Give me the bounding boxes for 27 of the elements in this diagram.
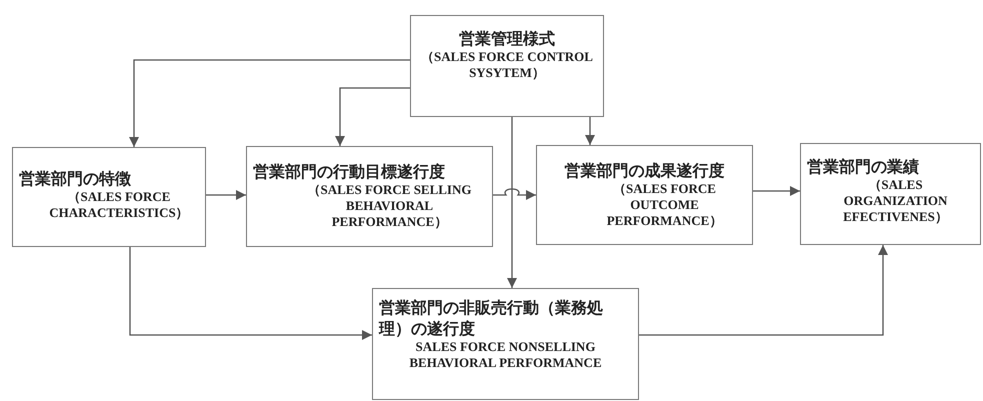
arrow <box>129 59 410 147</box>
box-subtitle: （SALES FORCE OUTCOME PERFORMANCE） <box>606 181 724 229</box>
process-box <box>12 147 206 247</box>
box-heading: 営業部門の非販売行動（業務処理）の遂行度 <box>379 297 604 339</box>
box-heading: 営業部門の成果遂行度 <box>564 160 726 181</box>
box-heading: 営業部門の特徴 <box>19 168 132 189</box>
box-heading: 営業部門の行動目標遂行度 <box>253 161 446 182</box>
arrow <box>639 245 888 336</box>
process-box <box>410 15 604 117</box>
process-box <box>536 145 753 245</box>
process-box <box>372 288 639 400</box>
arrow <box>335 87 410 146</box>
arrow <box>585 117 595 145</box>
arrow <box>493 188 536 200</box>
box-heading: 営業管理様式 <box>458 28 556 49</box>
process-box <box>246 146 493 247</box>
process-box <box>800 143 981 245</box>
arrow <box>753 186 800 196</box>
box-subtitle: （SALES FORCE SELLING BEHAVIORAL PERFORMANCE） <box>306 182 472 230</box>
box-heading: 営業部門の業績 <box>807 156 920 177</box>
arrow <box>206 190 246 200</box>
box-subtitle: （SALES FORCE CHARACTERISTICS） <box>48 189 190 221</box>
arrow <box>507 117 517 288</box>
box-subtitle: （SALES FORCE CONTROL SYSYTEM） <box>420 49 594 81</box>
box-subtitle: （SALES ORGANIZATION EFECTIVENES） <box>842 177 949 225</box>
box-subtitle: SALES FORCE NONSELLING BEHAVIORAL PERFORMANCE <box>408 339 603 371</box>
arrow <box>129 247 372 340</box>
